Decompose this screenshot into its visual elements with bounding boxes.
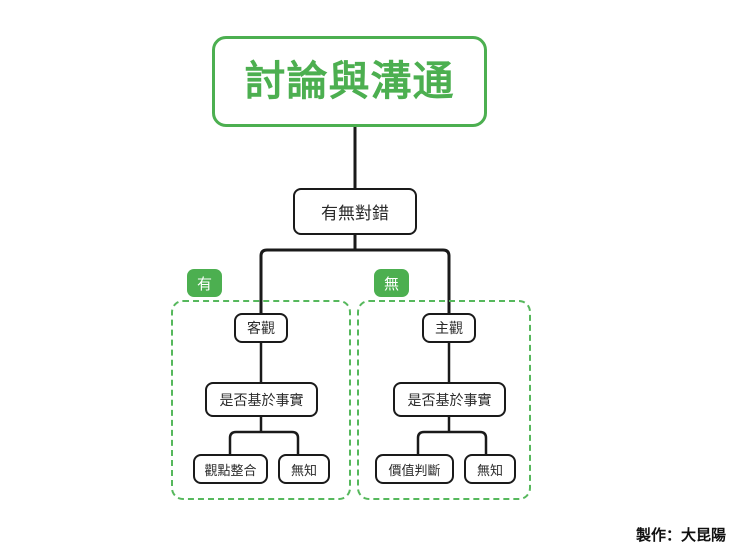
- node-branch-2-level-2: 是否基於事實: [393, 382, 506, 417]
- node-branch-1-leaf-1: 觀點整合: [193, 454, 268, 484]
- credit-text: 製作：大昆陽: [635, 526, 726, 544]
- group-box-branch-2: [357, 300, 531, 500]
- branch-tag-1: 有: [187, 269, 222, 297]
- node-branch-1-level-1: 客觀: [234, 313, 288, 343]
- diagram-title-node: 討論與溝通: [212, 36, 487, 127]
- node-branch-1-level-2-label: 是否基於事實: [219, 392, 304, 409]
- branch-tag-2: 無: [374, 269, 409, 297]
- node-branch-1-leaf-2-label: 無知: [290, 463, 317, 479]
- node-branch-1-level-1-label: 客觀: [247, 321, 275, 337]
- node-root-question-label: 有無對錯: [321, 204, 389, 224]
- node-branch-2-level-2-label: 是否基於事實: [407, 392, 492, 409]
- group-box-branch-1: [171, 300, 351, 500]
- node-branch-2-leaf-1: 價值判斷: [375, 454, 454, 484]
- node-branch-1-level-2: 是否基於事實: [205, 382, 318, 417]
- branch-tag-1-label: 有: [196, 274, 212, 293]
- node-branch-2-leaf-2-label: 無知: [476, 463, 503, 479]
- node-root-question: 有無對錯: [293, 188, 417, 235]
- node-branch-2-level-1-label: 主觀: [435, 321, 463, 337]
- node-branch-2-leaf-2: 無知: [464, 454, 516, 484]
- node-branch-2-leaf-1-label: 價值判斷: [388, 463, 441, 479]
- branch-tag-2-label: 無: [383, 274, 399, 293]
- node-branch-1-leaf-1-label: 觀點整合: [204, 463, 257, 479]
- page-title: 討論與溝通: [244, 57, 455, 105]
- node-branch-1-leaf-2: 無知: [278, 454, 330, 484]
- node-branch-2-level-1: 主觀: [422, 313, 476, 343]
